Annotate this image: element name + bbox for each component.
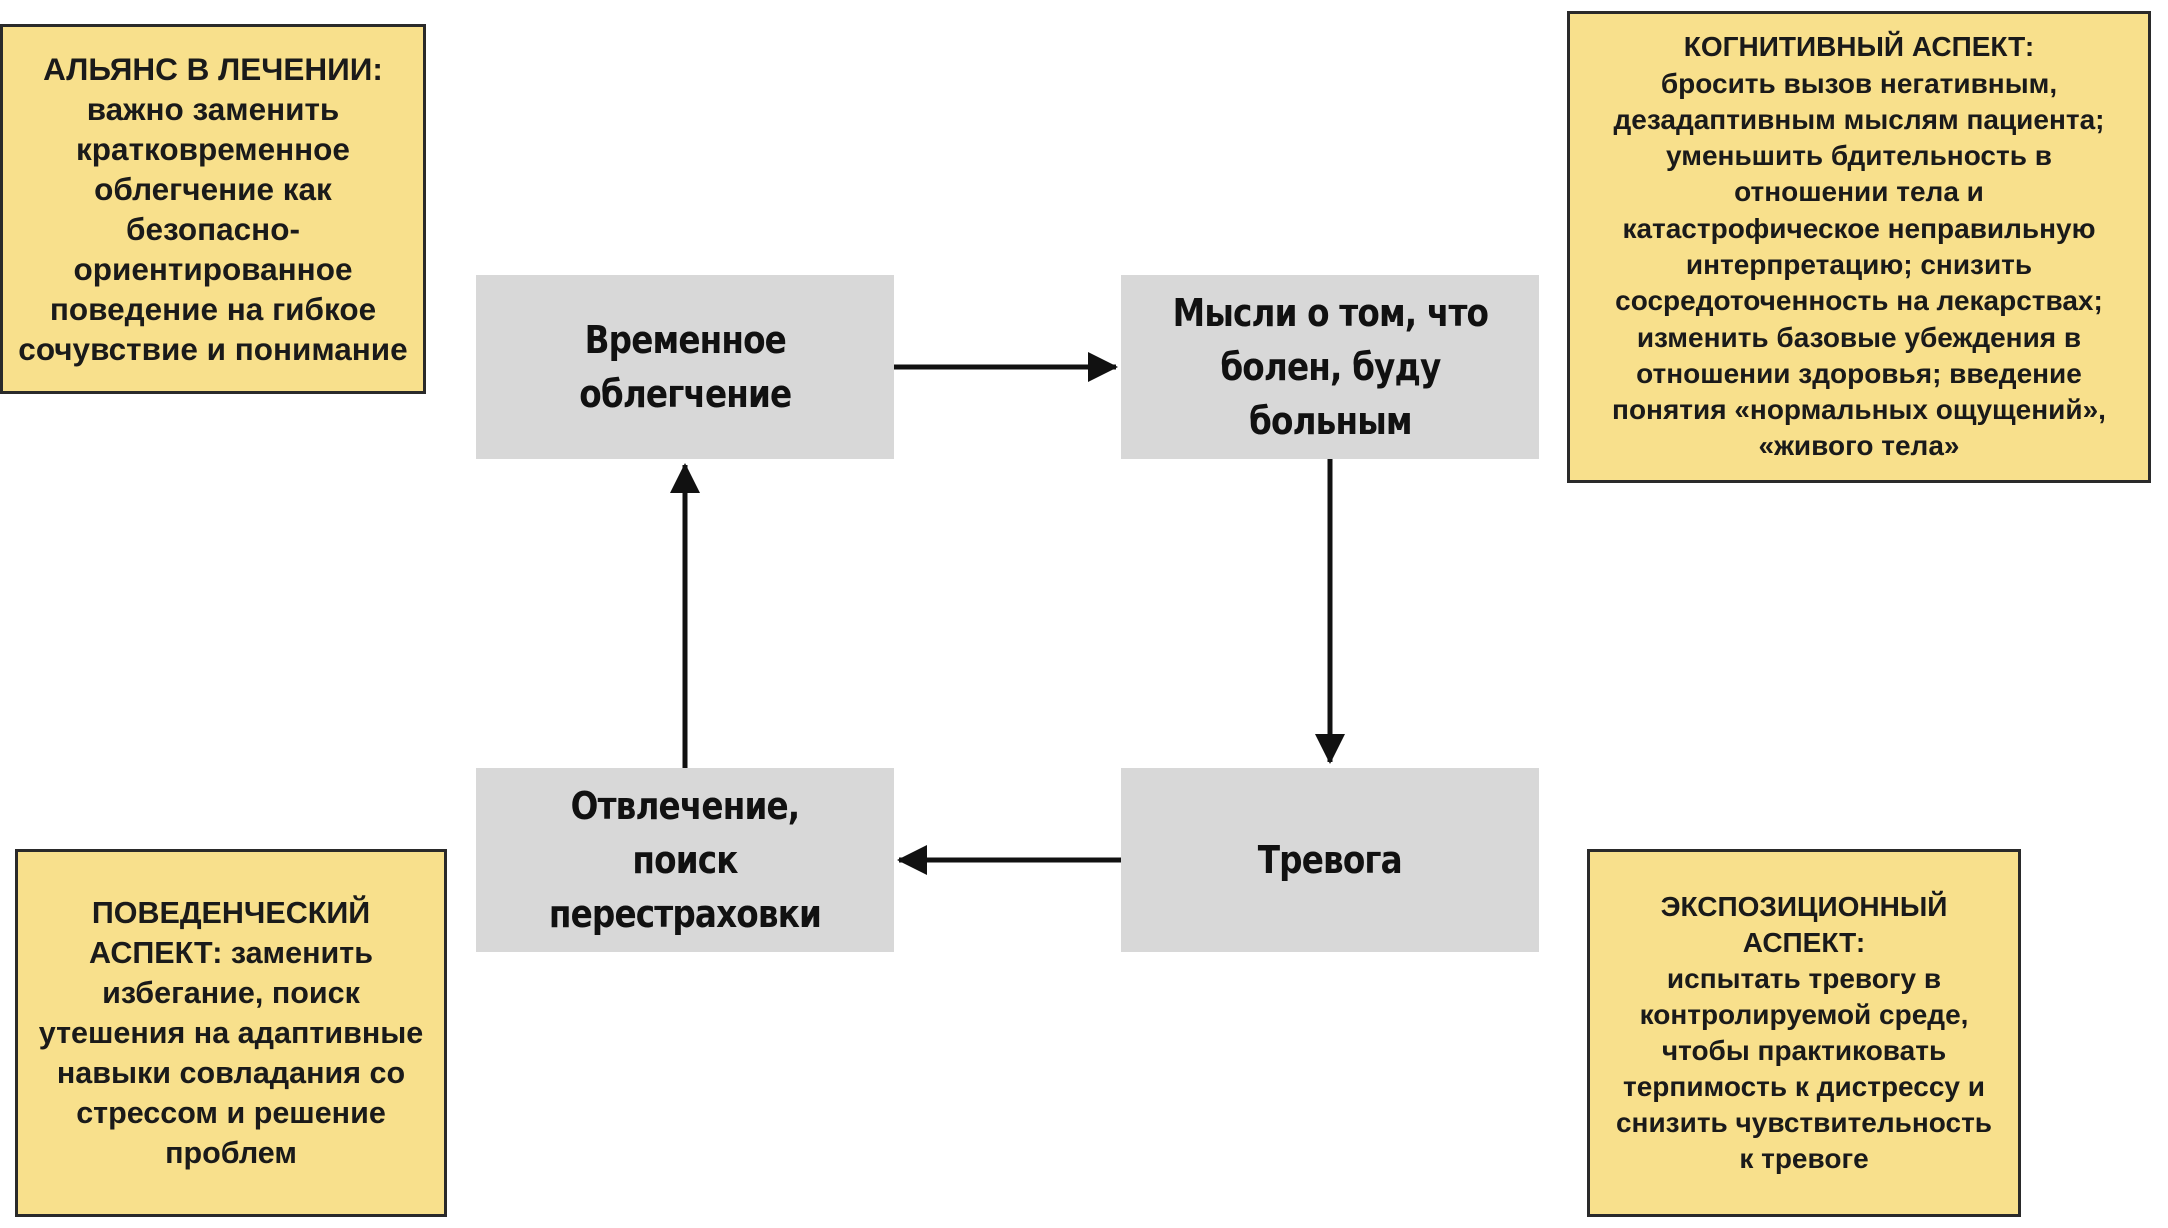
illness-thoughts-label: Мысли о том, что болен, буду больным <box>1172 291 1488 443</box>
distraction-reassurance-label: Отвлечение, поиск перестраховки <box>548 784 822 936</box>
cognitive-aspect-text: КОГНИТИВНЫЙ АСПЕКТ: бросить вызов негати… <box>1612 31 2106 462</box>
treatment-alliance-note: АЛЬЯНС В ЛЕЧЕНИИ: важно заменить кратков… <box>0 24 426 394</box>
exposure-aspect-text: ЭКСПОЗИЦИОННЫЙ АСПЕКТ: испытать тревогу … <box>1615 891 1993 1174</box>
behavioral-aspect-note: ПОВЕДЕНЧЕСКИЙ АСПЕКТ: заменить избегание… <box>15 849 447 1217</box>
temporary-relief-box: Временное облегчение <box>476 275 894 459</box>
anxiety-box: Тревога <box>1121 768 1539 952</box>
behavioral-aspect-text: ПОВЕДЕНЧЕСКИЙ АСПЕКТ: заменить избегание… <box>38 896 424 1170</box>
exposure-aspect-note: ЭКСПОЗИЦИОННЫЙ АСПЕКТ: испытать тревогу … <box>1587 849 2021 1217</box>
illness-thoughts-box: Мысли о том, что болен, буду больным <box>1121 275 1539 459</box>
treatment-alliance-text: АЛЬЯНС В ЛЕЧЕНИИ: важно заменить кратков… <box>18 51 408 367</box>
temporary-relief-label: Временное облегчение <box>578 318 792 416</box>
cognitive-aspect-note: КОГНИТИВНЫЙ АСПЕКТ: бросить вызов негати… <box>1567 11 2151 483</box>
anxiety-label: Тревога <box>1257 838 1403 882</box>
distraction-reassurance-box: Отвлечение, поиск перестраховки <box>476 768 894 952</box>
